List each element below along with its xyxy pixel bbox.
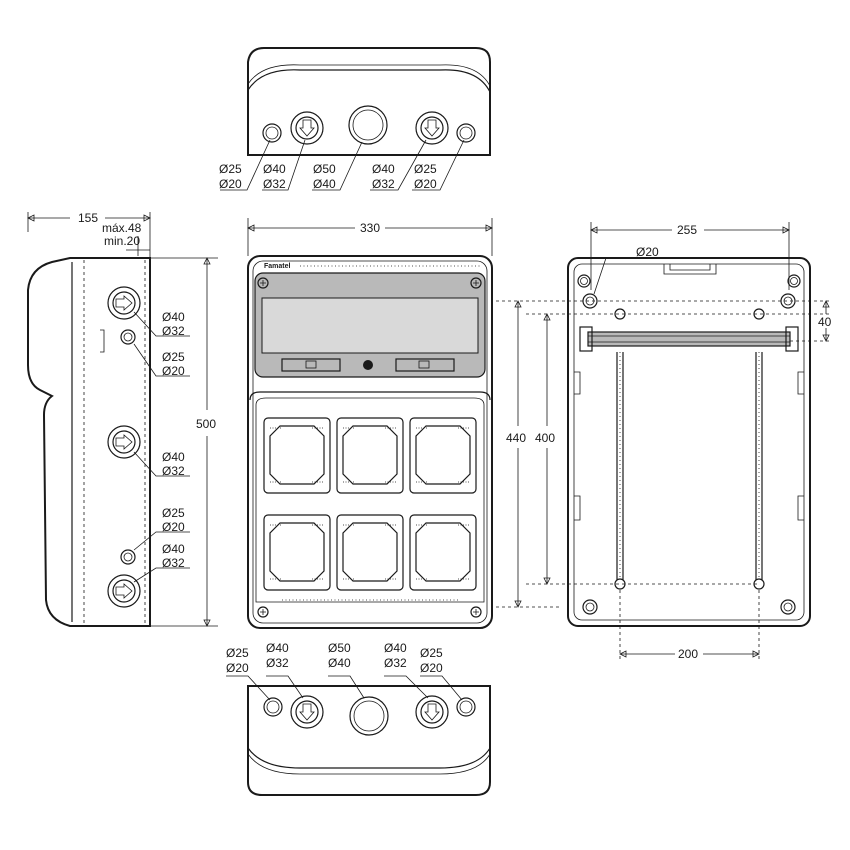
dim-front-width: 330 [360,221,380,235]
socket [263,514,331,591]
bottom-label-b: Ø20 [226,661,249,675]
dim-back-hole-spacing: 200 [678,647,698,661]
bottom-label-a: Ø25 [420,646,443,660]
socket [409,417,477,494]
bottom-label-b: Ø40 [328,656,351,670]
front-view: 330 Famatel [247,218,493,629]
gland-hole [456,123,476,143]
din-rail [587,331,791,347]
side-label-b: Ø32 [162,464,185,478]
gland-hole [415,111,449,145]
socket [263,417,331,494]
side-label-b: Ø32 [162,324,185,338]
bottom-label-a: Ø25 [226,646,249,660]
dim-side-depth: 155 [78,211,98,225]
gland-hole [262,123,282,143]
gland-hole [348,105,388,145]
side-label-a: Ø25 [162,506,185,520]
dim-back-height-outer: 440 [506,431,526,445]
top-label-a: Ø25 [219,162,242,176]
back-view: 255 Ø20 [496,222,832,662]
side-label-a: Ø40 [162,310,185,324]
top-label-a: Ø40 [263,162,286,176]
top-view: Ø25 Ø20 Ø40 Ø32 Ø50 Ø40 Ø40 Ø32 Ø25 Ø20 [219,47,491,191]
side-label-b: Ø20 [162,364,185,378]
top-label-b: Ø20 [414,177,437,191]
side-gland-hole [107,286,141,320]
gland-hole [290,111,324,145]
gland-hole [290,695,324,729]
side-gland-hole [107,425,141,459]
bottom-label-b: Ø32 [384,656,407,670]
socket [336,417,404,494]
top-label-b: Ø20 [219,177,242,191]
bottom-label-a: Ø40 [266,641,289,655]
side-label-b: Ø20 [162,520,185,534]
top-label-b: Ø32 [372,177,395,191]
gland-hole [415,695,449,729]
gland-hole [349,696,389,736]
bottom-label-a: Ø50 [328,641,351,655]
gland-hole [456,697,476,717]
dim-back-rail-gap: 40 [818,315,832,329]
side-label-a: Ø40 [162,542,185,556]
side-gland-hole [107,574,141,608]
bottom-label-b: Ø32 [266,656,289,670]
top-label-b: Ø32 [263,177,286,191]
breaker-window [261,297,479,354]
bottom-label-a: Ø40 [384,641,407,655]
side-label-a: Ø40 [162,450,185,464]
side-gland-hole [120,549,136,565]
dim-back-width: 255 [677,223,697,237]
top-label-a: Ø40 [372,162,395,176]
bottom-view: Ø25 Ø20 Ø40 Ø32 Ø50 Ø40 Ø40 Ø32 Ø25 Ø20 [226,641,491,796]
dim-side-max: máx.48 [102,221,142,235]
dim-height: 500 [196,417,216,431]
side-view: 155 máx.48 min.20 500 [27,211,218,627]
socket [336,514,404,591]
side-gland-hole [120,329,136,345]
gland-hole [263,697,283,717]
side-label-b: Ø32 [162,556,185,570]
bottom-label-b: Ø20 [420,661,443,675]
socket-grid [263,417,477,591]
top-label-a: Ø25 [414,162,437,176]
top-label-a: Ø50 [313,162,336,176]
dim-back-height-inner: 400 [535,431,555,445]
top-label-b: Ø40 [313,177,336,191]
dim-back-hole: Ø20 [636,245,659,259]
socket [409,514,477,591]
side-label-a: Ø25 [162,350,185,364]
dim-side-min: min.20 [104,234,140,248]
brand-label: Famatel [264,263,291,270]
